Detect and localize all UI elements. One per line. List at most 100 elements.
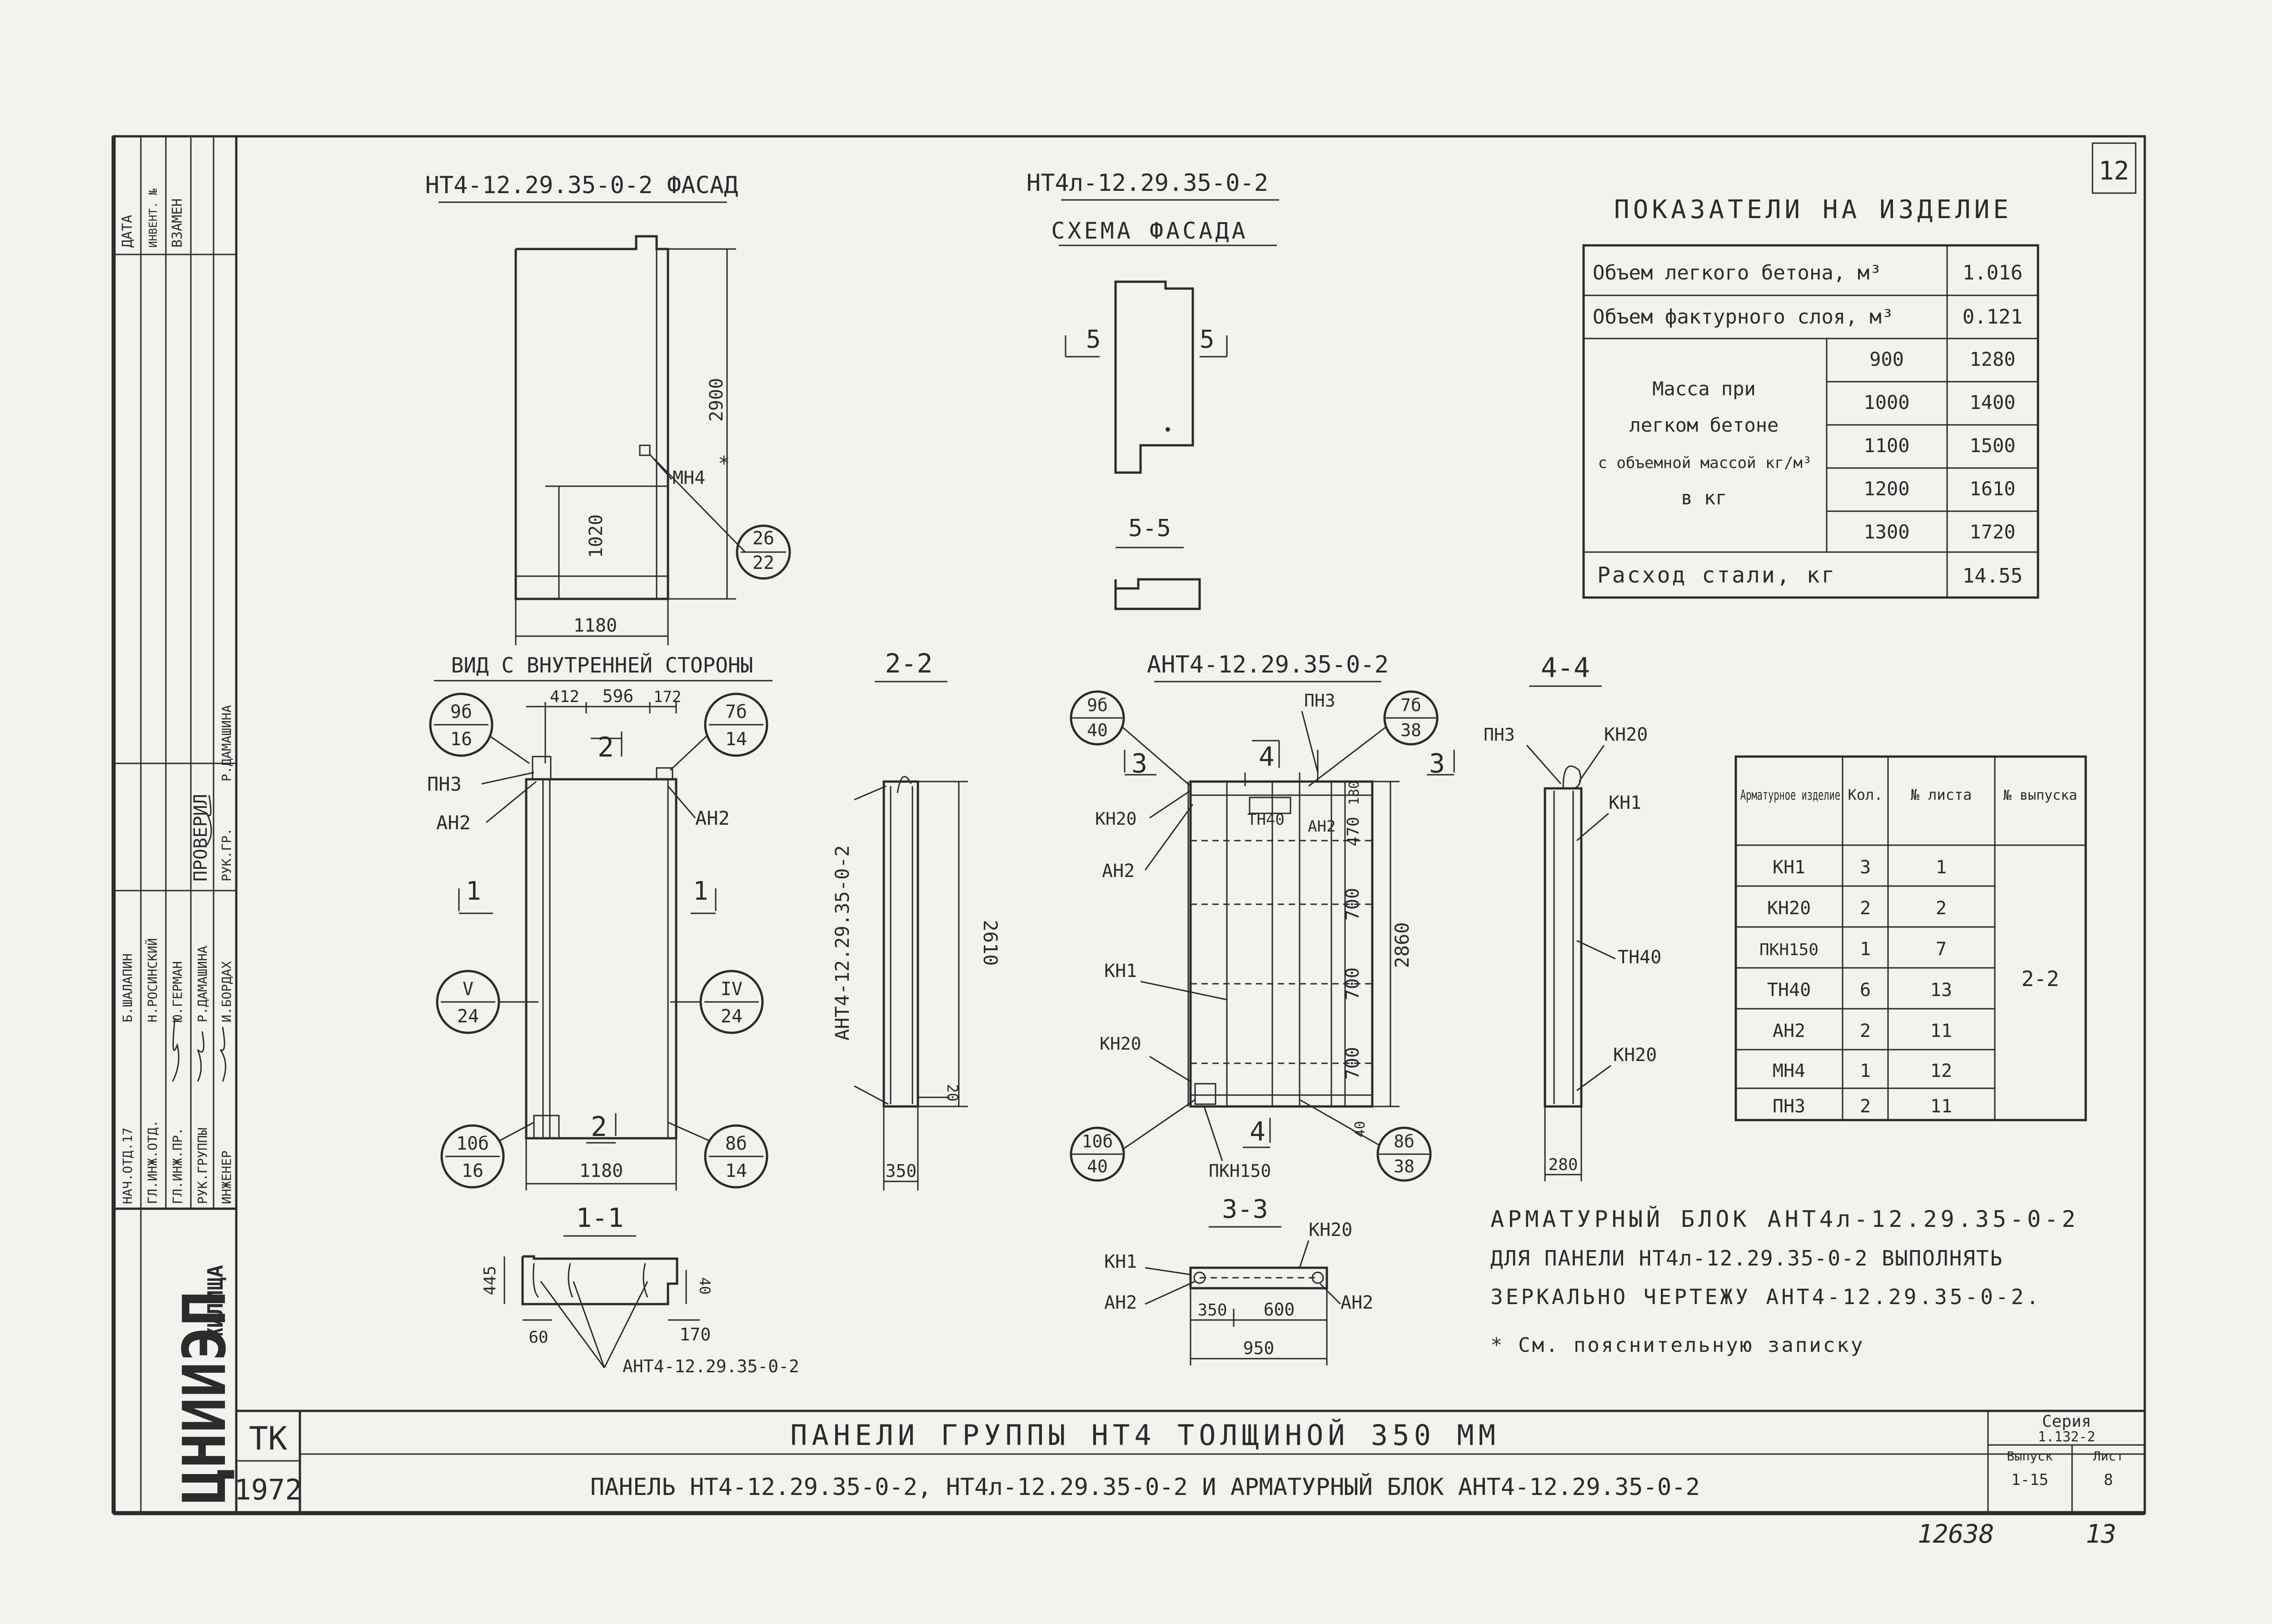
stamp-role-1: НАЧ.ОТД.17 (120, 1127, 135, 1204)
armature-block: АНТ4-12.29.35-0-2 2860 180 470 700 700 7… (1070, 651, 1455, 1182)
svg-text:16: 16 (462, 1161, 483, 1181)
block-circle-br: 8б 38 (1299, 1099, 1432, 1182)
stamp-checked-role: РУК.ГР. (219, 828, 234, 882)
rebar-item-4: ТН40 (1767, 980, 1811, 1001)
mass-label-3: с объемной массой кг/м³ (1598, 454, 1812, 472)
archive-number: 12638 (1918, 1519, 1994, 1549)
svg-text:38: 38 (1394, 1156, 1415, 1176)
section-11-dim-170: 170 (680, 1325, 711, 1345)
stamp-header-date: ДАТА (120, 215, 135, 248)
section-22-vertical-label: АНТ4-12.29.35-0-2 (831, 845, 853, 1041)
svg-text:7б: 7б (1400, 695, 1421, 715)
facade-dim-1020: 1020 (586, 514, 607, 558)
block-cut-3-left: 3 (1131, 748, 1147, 779)
inner-dim-width: 1180 (579, 1161, 623, 1181)
svg-text:24: 24 (457, 1006, 479, 1027)
rebar-header-item: Арматурное изделие (1740, 787, 1840, 803)
section-44-dim-280: 280 (1548, 1156, 1578, 1174)
inner-circle-4: IV 24 (670, 970, 764, 1034)
block-circle-tl: 9б 40 (1070, 690, 1191, 787)
facade-dim-height: 2900 (706, 378, 727, 422)
inner-cut-bottom: 2 (591, 1111, 607, 1143)
stamp-role-3: ГЛ.ИНЖ.ПР. (170, 1127, 185, 1204)
org-logo: ЦНИИЭП (170, 1290, 239, 1504)
svg-text:14: 14 (725, 729, 747, 750)
block-label-pn3: ПН3 (1304, 691, 1335, 711)
inner-label-an2-right: АН2 (695, 807, 730, 829)
issue-value: 1-15 (2011, 1471, 2048, 1489)
facade-ref-bottom: 22 (752, 553, 774, 573)
block-label-kn20-a: КН20 (1095, 809, 1137, 829)
rebar-qty-6: 1 (1860, 1061, 1871, 1081)
scheme-cut-left: 5 (1086, 325, 1101, 354)
section-33-label-an2-right: АН2 (1340, 1292, 1373, 1313)
section-33-dim-350: 350 (1197, 1301, 1227, 1320)
sheet-value: 8 (2104, 1471, 2113, 1489)
corner-number-box (2092, 142, 2137, 194)
block-cut-3-right: 3 (1429, 748, 1445, 779)
block-label-tn40: ТН40 (1247, 811, 1285, 829)
mass-value-4: 1610 (1969, 478, 2015, 500)
left-stamp: ДАТА ИНВЕНТ. № ВЗАМЕН НАЧ.ОТД.17 ГЛ.ИНЖ.… (112, 135, 239, 1514)
rebar-sheet-3: 7 (1936, 939, 1947, 960)
rebar-header-qty: Кол. (1848, 786, 1883, 803)
indicators: ПОКАЗАТЕЛИ НА ИЗДЕЛИЕ Объем легкого бето… (1582, 195, 2039, 599)
scheme-section-title: 5-5 (1128, 515, 1171, 542)
block-label-kn1: КН1 (1104, 961, 1137, 981)
inner-dim-172: 172 (653, 688, 681, 706)
mass-value-3: 1500 (1969, 434, 2015, 457)
section-22-title: 2-2 (885, 648, 933, 679)
section-3-3: 3-3 КН1 АН2 КН20 АН2 350 600 950 (1104, 1195, 1373, 1365)
block-label-kn20-b: КН20 (1100, 1034, 1141, 1054)
inner-cut-left: 1 (466, 877, 481, 906)
title-year: 1972 (234, 1473, 302, 1506)
rebar-header-issue: № выпуска (2003, 787, 2078, 803)
row-volume-light-value: 1.016 (1963, 261, 2023, 284)
inner-circle-3: V 24 (436, 970, 538, 1034)
mass-value-1: 1280 (1969, 348, 2015, 370)
block-cut-4-bottom: 4 (1250, 1116, 1266, 1147)
section-33-label-kn1: КН1 (1104, 1251, 1137, 1272)
inner-dim-596: 596 (603, 686, 634, 706)
rebar-item-2: КН20 (1767, 898, 1811, 919)
svg-text:40: 40 (1087, 720, 1108, 740)
section-2-2: 2-2 АНТ4-12.29.35-0-2 2610 20 350 (831, 648, 1001, 1191)
block-dim-180: 180 (1346, 781, 1362, 805)
rebar-sheet-1: 1 (1936, 857, 1947, 878)
stamp-name-1: Б.ШАЛАПИН (120, 953, 135, 1022)
section-33-dim-600: 600 (1264, 1300, 1295, 1320)
notes: АРМАТУРНЫЙ БЛОК АНТ4л-12.29.35-0-2 ДЛЯ П… (1490, 1206, 2076, 1357)
svg-text:24: 24 (721, 1006, 742, 1027)
block-dim-2860: 2860 (1391, 922, 1413, 968)
block-dim-700a: 700 (1342, 888, 1363, 921)
rebar-item-3: ПКН150 (1759, 941, 1819, 959)
rebar-header-sheet: № листа (1911, 786, 1972, 803)
block-label-an2-a: АН2 (1102, 861, 1135, 882)
inner-view: ВИД С ВНУТРЕННЕЙ СТОРОНЫ 412 596 172 2 2… (427, 653, 772, 1191)
stamp-header-inventory: ИНВЕНТ. № (147, 188, 159, 248)
rebar-item-6: МН4 (1773, 1061, 1805, 1081)
scheme-facade: НТ4л-12.29.35-0-2 СХЕМА ФАСАДА 5 5 5-5 (1026, 169, 1279, 610)
inner-circle-2: 7б 14 (669, 692, 768, 771)
title-block: ТК 1972 ПАНЕЛИ ГРУППЫ НТ4 ТОЛЩИНОЙ 350 М… (234, 1410, 2145, 1513)
row-volume-texture-label: Объем фактурного слоя, м³ (1593, 305, 1893, 329)
indicators-title: ПОКАЗАТЕЛИ НА ИЗДЕЛИЕ (1614, 195, 2012, 224)
facade-view: НТ4-12.29.35-0-2 ФАСАД 1020 2900 1180 МН… (425, 172, 791, 645)
section-33-title: 3-3 (1222, 1195, 1268, 1224)
block-title: АНТ4-12.29.35-0-2 (1147, 651, 1389, 678)
facade-mn4-label: МН4 (673, 468, 705, 488)
inner-circle-6: 8б 14 (668, 1121, 768, 1189)
section-11-dim-445: 445 (481, 1265, 499, 1295)
facade-ref-circle (736, 524, 791, 580)
title-tk: ТК (249, 1420, 287, 1457)
stamp-name-5: И.БОРДАХ (219, 961, 234, 1022)
rebar-item-7: ПН3 (1773, 1096, 1805, 1117)
inner-dim-412: 412 (550, 687, 579, 706)
title-sub: ПАНЕЛЬ НТ4-12.29.35-0-2, НТ4л-12.29.35-0… (590, 1473, 1700, 1501)
scheme-title: НТ4л-12.29.35-0-2 (1026, 169, 1268, 197)
section-11-label: АНТ4-12.29.35-0-2 (623, 1356, 799, 1376)
svg-text:16: 16 (450, 729, 472, 750)
stamp-role-2: ГЛ.ИНЖ.ОТД. (145, 1120, 160, 1204)
stamp-checked-label: ПРОВЕРИЛ (190, 794, 211, 882)
